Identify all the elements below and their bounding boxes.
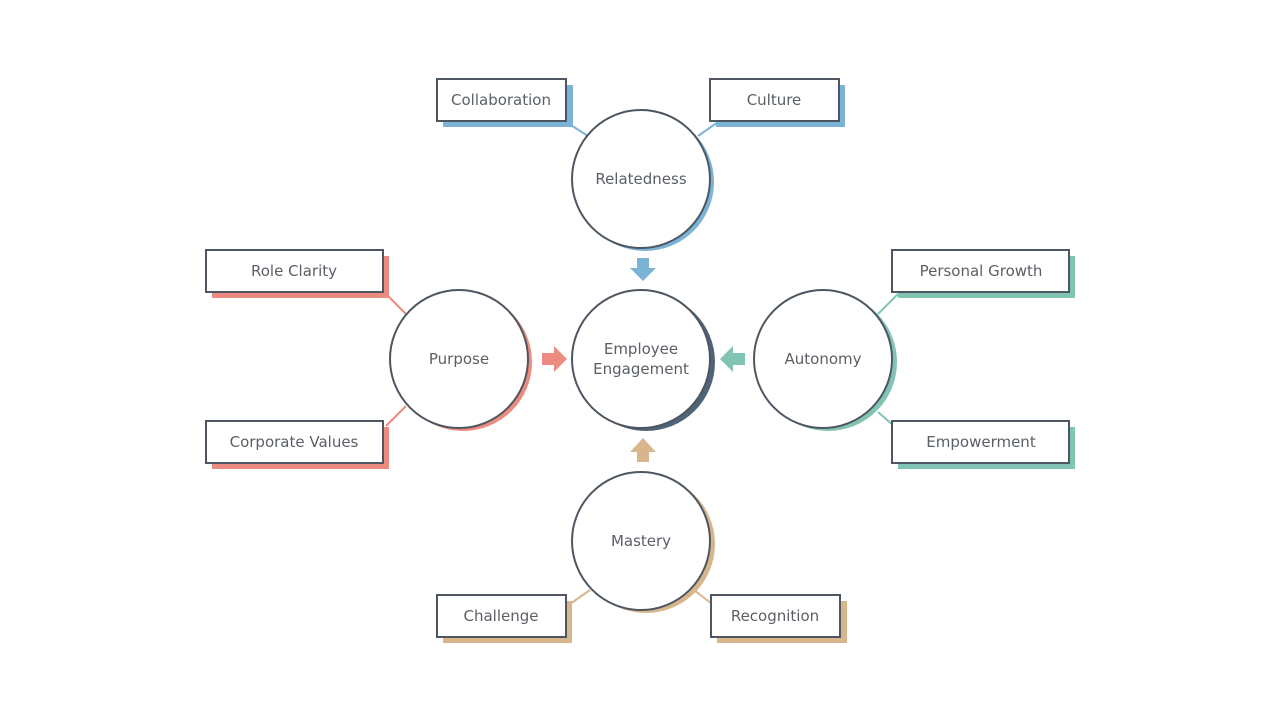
leaf-box-challenge: Challenge <box>436 594 572 643</box>
leaf-frame <box>436 78 567 122</box>
leaf-frame <box>205 420 384 464</box>
arrow-down-icon <box>630 258 656 281</box>
center-label-line-2: Engagement <box>593 360 689 378</box>
leaf-frame <box>709 78 840 122</box>
leaf-label: Personal Growth <box>920 262 1043 280</box>
connector-personal-growth <box>877 293 899 315</box>
node-label: Autonomy <box>785 350 862 368</box>
node-purpose: Purpose <box>389 289 532 431</box>
leaf-label: Role Clarity <box>251 262 337 280</box>
leaf-box-corporate-values: Corporate Values <box>205 420 389 469</box>
node-label: Purpose <box>429 350 489 368</box>
leaf-frame <box>891 420 1070 464</box>
leaf-frame <box>205 249 384 293</box>
node-circle <box>571 471 711 611</box>
leaf-label: Collaboration <box>451 91 551 109</box>
arrows <box>542 258 745 462</box>
node-mastery: Mastery <box>571 471 715 613</box>
leaf-box-collaboration: Collaboration <box>436 78 573 127</box>
leaf-box-recognition: Recognition <box>710 594 847 643</box>
leaf-box-personal-growth: Personal Growth <box>891 249 1075 298</box>
node-circle <box>389 289 529 429</box>
connector-recognition <box>693 589 713 605</box>
node-label: Relatedness <box>595 170 687 188</box>
leaf-box-culture: Culture <box>709 78 845 127</box>
leaf-frame <box>710 594 841 638</box>
arrow-left-icon <box>720 346 745 372</box>
connectors <box>385 121 899 605</box>
node-circle <box>571 109 711 249</box>
center-circle <box>571 289 711 429</box>
node-employee-engagement: Employee Engagement <box>571 289 715 431</box>
leaf-box-role-clarity: Role Clarity <box>205 249 389 298</box>
center-label-line-1: Employee <box>604 340 678 358</box>
connector-challenge <box>569 589 591 605</box>
leaf-label: Recognition <box>731 607 819 625</box>
leaf-label: Empowerment <box>926 433 1036 451</box>
leaf-frame <box>891 249 1070 293</box>
arrow-right-icon <box>542 346 567 372</box>
leaf-label: Culture <box>747 91 802 109</box>
leaf-box-empowerment: Empowerment <box>891 420 1075 469</box>
connector-culture <box>697 121 719 137</box>
connector-corporate-values <box>385 405 407 427</box>
node-autonomy: Autonomy <box>753 289 897 431</box>
leaf-frame <box>436 594 567 638</box>
node-relatedness: Relatedness <box>571 109 714 251</box>
leaf-label: Challenge <box>464 607 539 625</box>
leaf-label: Corporate Values <box>230 433 359 451</box>
node-circle <box>753 289 893 429</box>
arrow-up-icon <box>630 438 656 462</box>
node-label: Mastery <box>611 532 671 550</box>
connector-role-clarity <box>385 293 407 315</box>
